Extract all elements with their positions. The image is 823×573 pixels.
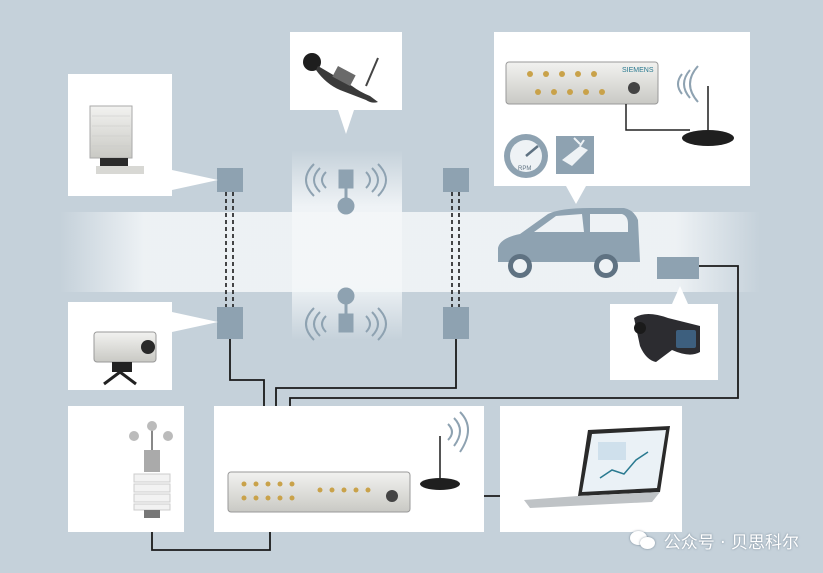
vehicle-icon (498, 208, 640, 278)
sensor-box-front-right (443, 168, 469, 192)
panel-thermal-gun (610, 286, 718, 380)
panel-main-daq (214, 406, 484, 532)
panel-weather-station (68, 406, 184, 532)
daq-brand-label: SIEMENS (622, 67, 654, 74)
imu-box (657, 257, 699, 279)
front-wheel-sensor-icon (305, 163, 387, 215)
sensor-box-rear-right (443, 307, 469, 339)
road-band (60, 212, 760, 292)
sensor-box-rear-left (217, 307, 243, 339)
rear-wheel-sensor-icon (305, 287, 387, 341)
panel-solar-sensor (68, 74, 218, 196)
panel-sound-meter (290, 32, 402, 134)
rpm-gauge-icon: RPM (504, 134, 548, 178)
panel-camera (68, 302, 218, 390)
rpm-label: RPM (518, 166, 531, 172)
dashed-links (225, 192, 460, 307)
steering-force-icon (556, 136, 594, 174)
wechat-icon (629, 530, 656, 551)
watermark-text: 公众号 · 贝思科尔 (663, 533, 799, 553)
panel-daq-top: SIEMENS RPM (494, 32, 750, 204)
sensor-box-front-left (217, 168, 243, 192)
watermark: 公众号 · 贝思科尔 (629, 528, 799, 553)
panel-laptop (500, 406, 682, 532)
